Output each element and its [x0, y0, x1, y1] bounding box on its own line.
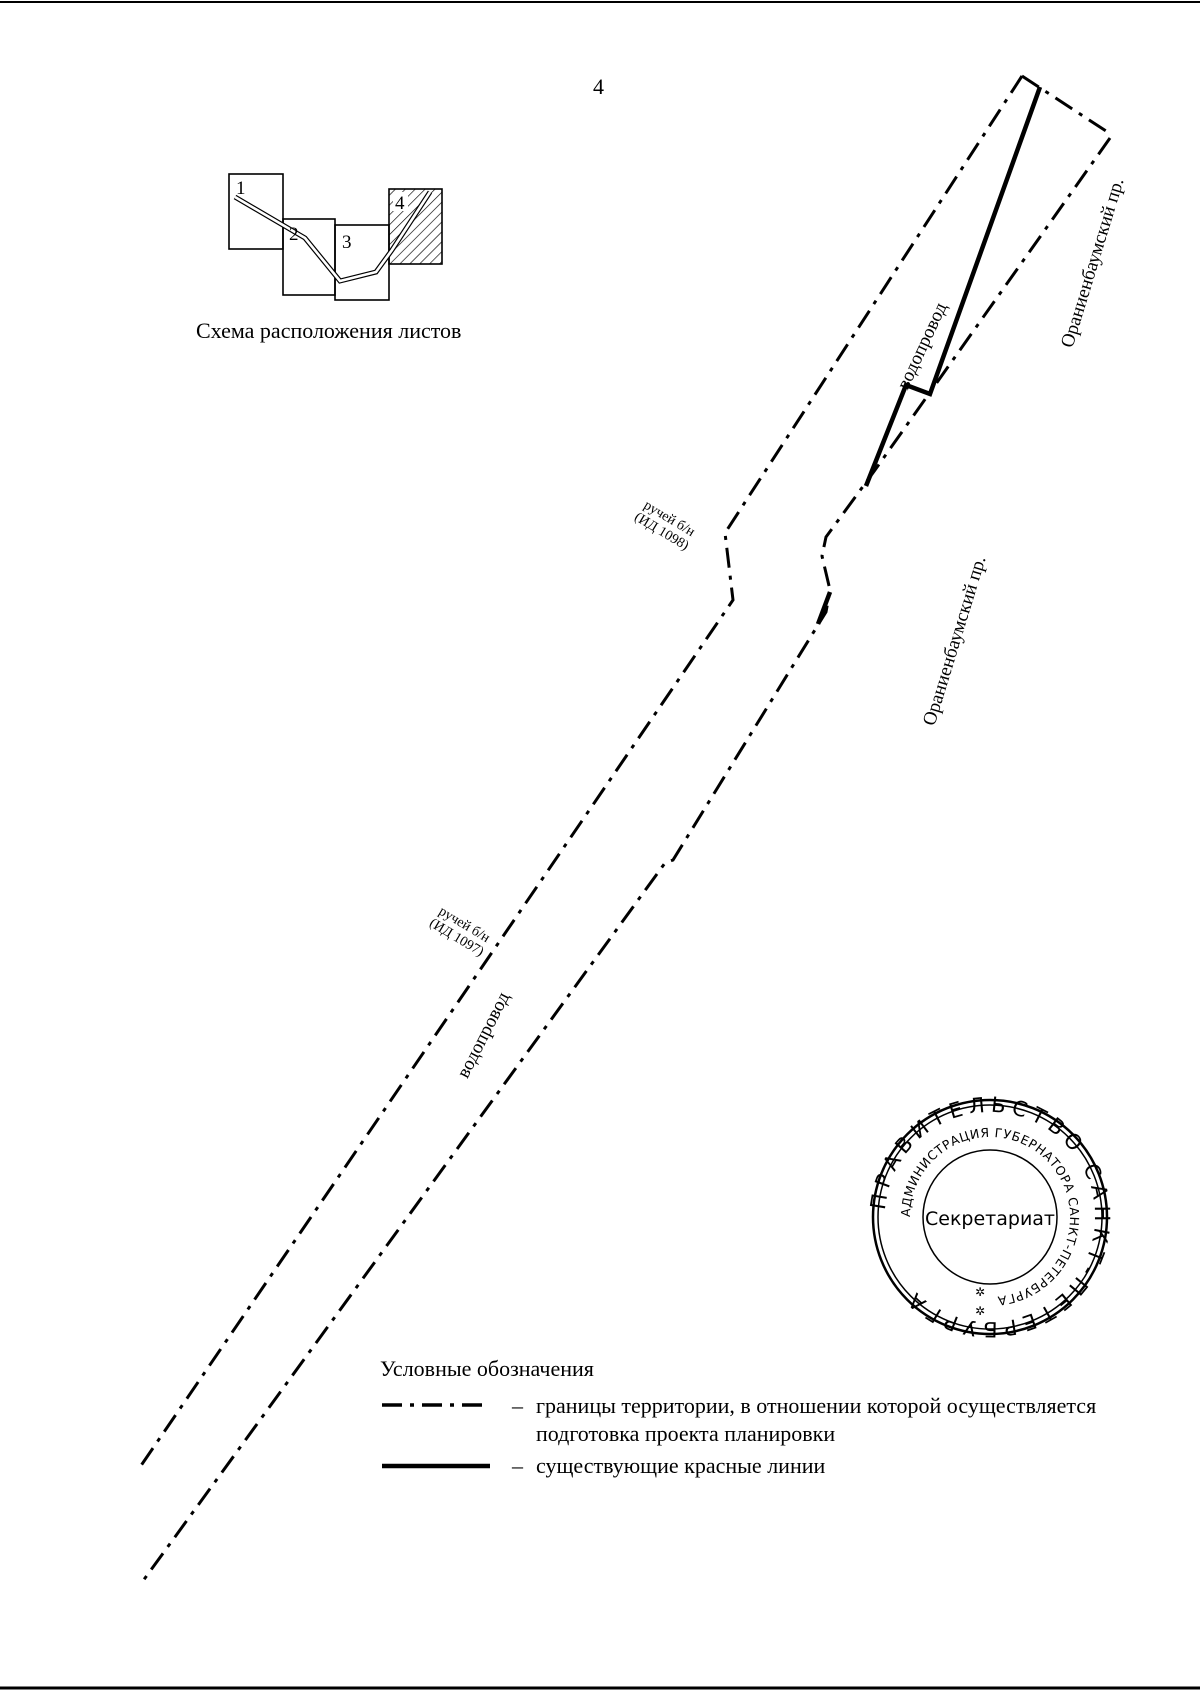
legend-item-red-lines-text: существующие красные линии — [536, 1453, 826, 1478]
legend-item-boundary-text-2: подготовка проекта планировки — [536, 1421, 836, 1446]
legend-item-red-lines-dash: – — [512, 1453, 523, 1478]
page-number: 4 — [593, 74, 604, 99]
legend-item-boundary-dash: – — [512, 1393, 523, 1418]
scheme-sheet-4-number: 4 — [395, 193, 405, 214]
stamp-star-icon: ✲ — [975, 1304, 985, 1318]
scheme-sheet-3-number: 3 — [342, 232, 352, 253]
stamp-center-text: Секретариат — [925, 1208, 1055, 1230]
scheme-sheet-1-number: 1 — [236, 178, 246, 199]
legend-item-boundary: –границы территории, в отношении которой… — [512, 1392, 1096, 1448]
scheme-sheet-2-number: 2 — [289, 224, 299, 245]
secretariat-stamp: ПРАВИТЕЛЬСТВО САНКТ-ПЕТЕРБУРГА АДМИНИСТР… — [866, 1093, 1109, 1342]
sheet-scheme-title: Схема расположения листов — [196, 318, 462, 343]
existing-red-lines — [815, 86, 1043, 625]
sheet-scheme: 1 2 3 4 — [228, 173, 443, 301]
boundary-west — [136, 75, 1024, 1471]
red-line-short — [815, 591, 833, 625]
legend-title: Условные обозначения — [380, 1356, 594, 1381]
red-line-main — [863, 86, 1043, 487]
boundary-north — [1021, 74, 1107, 133]
legend-item-red-lines: –существующие красные линии — [512, 1452, 825, 1480]
legend-item-boundary-text-1: границы территории, в отношении которой … — [536, 1393, 1097, 1418]
boundary-east — [138, 137, 1112, 1586]
territory-boundary — [136, 74, 1112, 1586]
stamp-star-icon: ✲ — [975, 1285, 985, 1299]
scheme-sheet-1 — [228, 173, 284, 250]
